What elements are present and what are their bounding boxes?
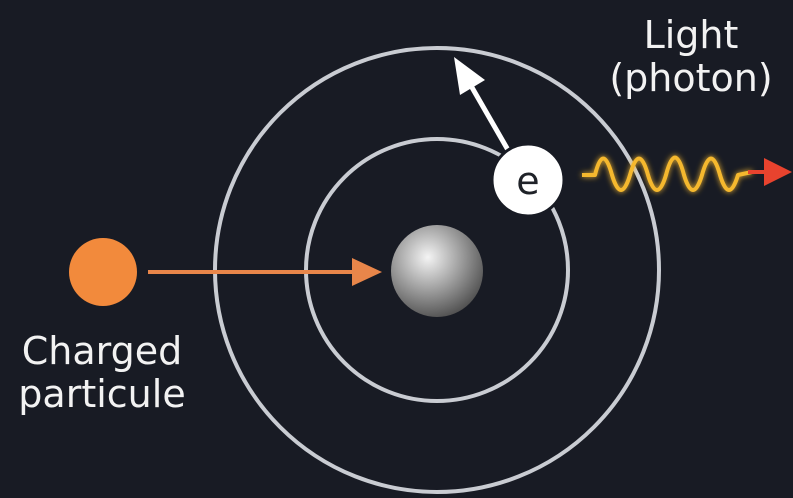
light-photon-label: Light (photon) [596,14,786,99]
charged-particle-label: Charged particule [2,330,202,415]
light-label-line1: Light [643,13,739,57]
particle-arrow-head [352,258,382,286]
photon-wave-icon [582,155,753,192]
nucleus-icon [391,225,483,317]
particle-label-line1: Charged [21,329,183,373]
particle-label-line2: particule [18,371,186,416]
electron-icon [490,142,566,218]
light-label-line2: (photon) [609,55,773,100]
electron-arrow-shaft [467,82,511,152]
charged-particle-icon [69,238,137,306]
photon-arrow-head [764,158,792,186]
electron-label: e [516,159,539,203]
electron-arrow-head [454,57,485,95]
